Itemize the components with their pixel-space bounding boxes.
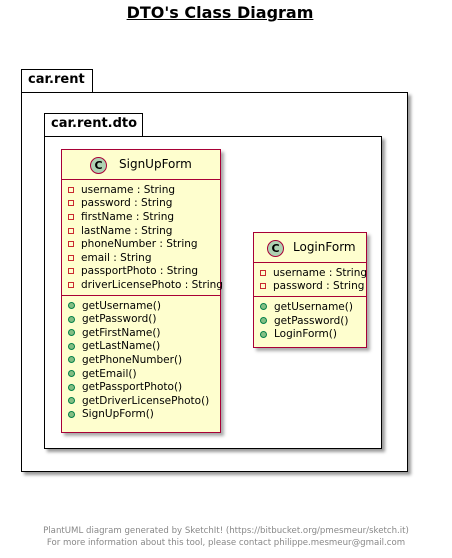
method-list: getUsername() getPassword() LoginForm() [254,297,366,344]
method-list: getUsername() getPassword() getFirstName… [62,296,220,424]
attribute-text: email : String [81,251,152,264]
attribute-text: username : String [81,183,176,196]
attribute-row: username : String [68,183,220,197]
class-loginform-header: C LoginForm [254,233,366,263]
attribute-text: passportPhoto : String [81,265,199,278]
attribute-row: passportPhoto : String [68,265,220,279]
attribute-row: username : String [260,266,368,280]
public-marker-icon [68,315,75,323]
private-marker-icon [260,283,266,290]
private-marker-icon [68,254,74,261]
attribute-row: phoneNumber : String [68,237,220,251]
method-row: SignUpForm() [68,408,220,422]
private-marker-icon [260,269,266,276]
public-marker-icon [68,342,75,350]
method-row: getUsername() [68,299,220,313]
public-marker-icon [260,330,267,338]
method-text: getLastName() [82,340,161,353]
class-signupform-header: C SignUpForm [62,150,220,180]
attribute-row: email : String [68,251,220,265]
public-marker-icon [68,410,75,418]
class-name: LoginForm [293,240,356,254]
private-marker-icon [68,213,74,220]
package-label-car-rent: car.rent [28,72,85,87]
method-text: getPhoneNumber() [82,353,183,366]
public-marker-icon [68,356,75,364]
class-signupform[interactable]: C SignUpForm username : String password … [61,149,223,433]
method-row: getEmail() [68,367,220,381]
method-row: getLastName() [68,340,220,354]
attribute-text: password : String [81,197,173,210]
method-text: getPassportPhoto() [82,381,183,394]
class-name: SignUpForm [119,157,192,171]
private-marker-icon [68,186,74,193]
class-loginform[interactable]: C LoginForm username : String password :… [253,232,367,348]
method-row: getFirstName() [68,326,220,340]
private-marker-icon [68,227,74,234]
package-label-car-rent-dto: car.rent.dto [51,116,138,131]
public-marker-icon [68,383,75,391]
attribute-text: password : String [273,280,365,293]
public-marker-icon [260,303,267,311]
attribute-row: lastName : String [68,224,220,238]
method-text: LoginForm() [274,328,337,341]
attribute-text: phoneNumber : String [81,238,198,251]
attribute-text: username : String [273,266,368,279]
class-icon: C [90,157,107,174]
private-marker-icon [68,241,74,248]
private-marker-icon [68,268,74,275]
method-row: getDriverLicensePhoto() [68,394,220,408]
attribute-text: lastName : String [81,224,173,237]
package-tab-car-rent: car.rent [21,69,93,93]
method-text: getEmail() [82,367,137,380]
method-row: LoginForm() [260,327,366,341]
method-row: getPhoneNumber() [68,353,220,367]
attribute-text: firstName : String [81,210,175,223]
attribute-row: firstName : String [68,210,220,224]
method-text: SignUpForm() [82,408,154,421]
private-marker-icon [68,200,74,207]
package-tab-car-rent-dto: car.rent.dto [44,113,143,137]
private-marker-icon [68,281,74,288]
public-marker-icon [68,370,75,378]
method-text: getUsername() [274,300,353,313]
method-row: getPassportPhoto() [68,380,220,394]
attribute-row: password : String [68,197,220,211]
diagram-title: DTO's Class Diagram [126,3,314,22]
public-marker-icon [68,329,75,337]
attribute-row: password : String [260,280,366,294]
method-text: getUsername() [82,299,161,312]
method-text: getPassword() [274,314,349,327]
class-icon: C [267,240,284,257]
attribute-list: username : String password : String [254,263,368,298]
public-marker-icon [260,317,267,325]
method-row: getPassword() [68,312,220,326]
method-text: getFirstName() [82,326,161,339]
method-text: getPassword() [82,313,157,326]
attribute-text: driverLicensePhoto : String [81,278,223,291]
public-marker-icon [68,397,75,405]
footer-line-2: For more information about this tool, pl… [46,538,406,548]
method-row: getPassword() [260,314,366,328]
attribute-list: username : String password : String firs… [62,180,223,296]
public-marker-icon [68,302,75,310]
method-row: getUsername() [260,300,366,314]
attribute-row: driverLicensePhoto : String [68,278,223,292]
footer-line-1: PlantUML diagram generated by SketchIt! … [43,526,409,536]
method-text: getDriverLicensePhoto() [82,394,210,407]
